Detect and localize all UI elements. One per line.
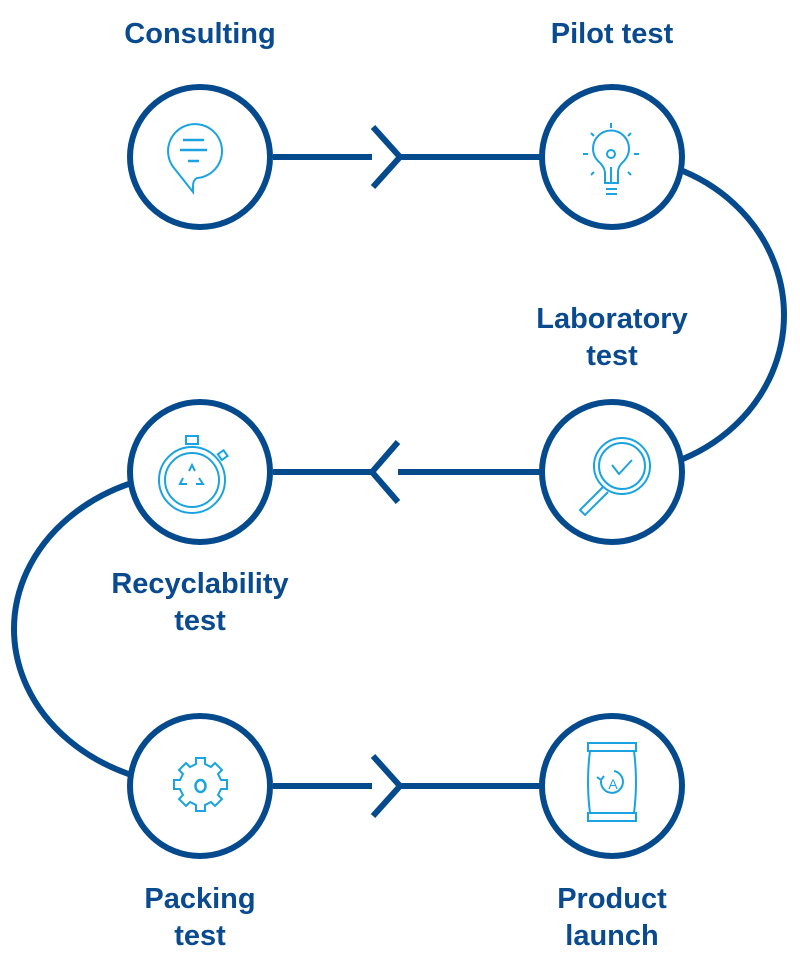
label-line: Recyclability <box>111 568 289 600</box>
step-node-consulting <box>127 84 273 230</box>
label-line: launch <box>565 920 659 952</box>
arrow-right-icon <box>370 124 405 190</box>
arrow-right-icon <box>370 753 405 819</box>
label-line: test <box>174 605 226 637</box>
arrow-left-icon <box>368 440 401 504</box>
lightbulb-icon <box>583 123 639 195</box>
step-label-packing-test: Packing test <box>70 881 330 955</box>
stopwatch-recycle-icon <box>158 435 229 514</box>
step-label-recyclability-test: Recyclability test <box>70 566 330 640</box>
connector-arc-right <box>611 154 787 476</box>
label-line: Laboratory <box>536 303 688 335</box>
gear-icon <box>173 757 228 812</box>
step-node-product-launch <box>539 713 685 859</box>
step-node-laboratory-test <box>539 399 685 545</box>
label-line: Consulting <box>124 18 276 50</box>
svg-text:A: A <box>608 776 618 792</box>
label-line: Pilot test <box>550 18 674 50</box>
step-label-laboratory-test: Laboratory test <box>482 301 742 375</box>
speech-bubble-icon <box>167 123 223 195</box>
step-label-consulting: Consulting <box>70 16 330 53</box>
step-label-pilot-test: Pilot test <box>482 16 742 53</box>
magnifier-check-icon <box>578 437 651 517</box>
step-node-recyclability-test <box>127 399 273 545</box>
step-node-packing-test <box>127 713 273 859</box>
label-line: Packing <box>144 883 256 915</box>
connector-arc-left <box>11 469 201 789</box>
package-icon: A <box>587 742 637 822</box>
label-line: Product <box>557 883 667 915</box>
step-label-product-launch: Product launch <box>482 881 742 955</box>
label-line: test <box>586 340 638 372</box>
label-line: test <box>174 920 226 952</box>
